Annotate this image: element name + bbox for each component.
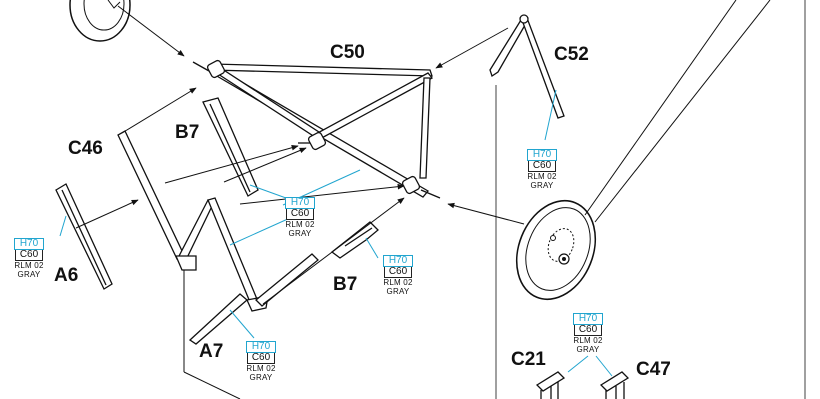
paint-code-c: C60 [528,161,556,172]
paint-name-line1: RLM 02 [285,220,315,229]
part-label-c21: C21 [511,349,546,370]
paint-code-c: C60 [15,250,43,261]
part-label-c50: C50 [330,42,365,63]
paint-name-line2: GRAY [576,345,600,354]
b7-lower-part [330,221,379,259]
paint-name-line2: GRAY [249,373,273,382]
part-label-a7: A7 [199,341,224,362]
part-label-b7-upper: B7 [175,122,200,143]
paint-name-line2: GRAY [530,181,554,190]
paint-name-line2: GRAY [288,229,312,238]
paint-code-c: C60 [384,267,412,278]
part-label-c46: C46 [68,138,103,159]
paint-callout-b7: H70 C60 RLM 02 GRAY [375,251,421,296]
paint-code-c: C60 [574,325,602,336]
c52-strut [489,14,565,119]
paint-name-line1: RLM 02 [14,261,44,270]
paint-callout-c46: H70 C60 RLM 02 GRAY [277,193,323,238]
a6-part [55,183,113,290]
paint-code-hataka: H70 [285,197,315,209]
paint-callout-a7: H70 C60 RLM 02 GRAY [238,337,284,382]
c50-axle-frame [192,59,441,199]
paint-name-line1: RLM 02 [527,172,557,181]
paint-callout-c52: H70 C60 RLM 02 GRAY [519,145,565,190]
paint-name-line1: RLM 02 [383,278,413,287]
paint-callout-a6: H70 C60 RLM 02 GRAY [6,234,52,279]
paint-code-hataka: H70 [246,341,276,353]
paint-code-hataka: H70 [573,313,603,325]
part-label-a6: A6 [54,265,79,286]
c46-strut [117,130,269,312]
paint-name-line2: GRAY [17,270,41,279]
paint-code-hataka: H70 [383,255,413,267]
part-label-c52: C52 [554,44,589,65]
assembly-arrows [75,5,525,399]
part-label-b7-lower: B7 [333,274,358,295]
a7-part [188,253,319,345]
top-wheel-fragment [69,0,131,42]
paint-name-line2: GRAY [386,287,410,296]
wheel-guide-lines [495,0,806,399]
paint-code-hataka: H70 [14,238,44,250]
part-label-c47: C47 [636,359,671,380]
paint-name-line1: RLM 02 [246,364,276,373]
b7-upper-part [202,97,259,197]
paint-callout-c21-c47: H70 C60 RLM 02 GRAY [565,309,611,354]
paint-code-hataka: H70 [527,149,557,161]
paint-name-line1: RLM 02 [573,336,603,345]
c21-c47-parts [535,371,630,399]
paint-code-c: C60 [247,353,275,364]
main-wheel [515,199,597,301]
paint-code-c: C60 [286,209,314,220]
